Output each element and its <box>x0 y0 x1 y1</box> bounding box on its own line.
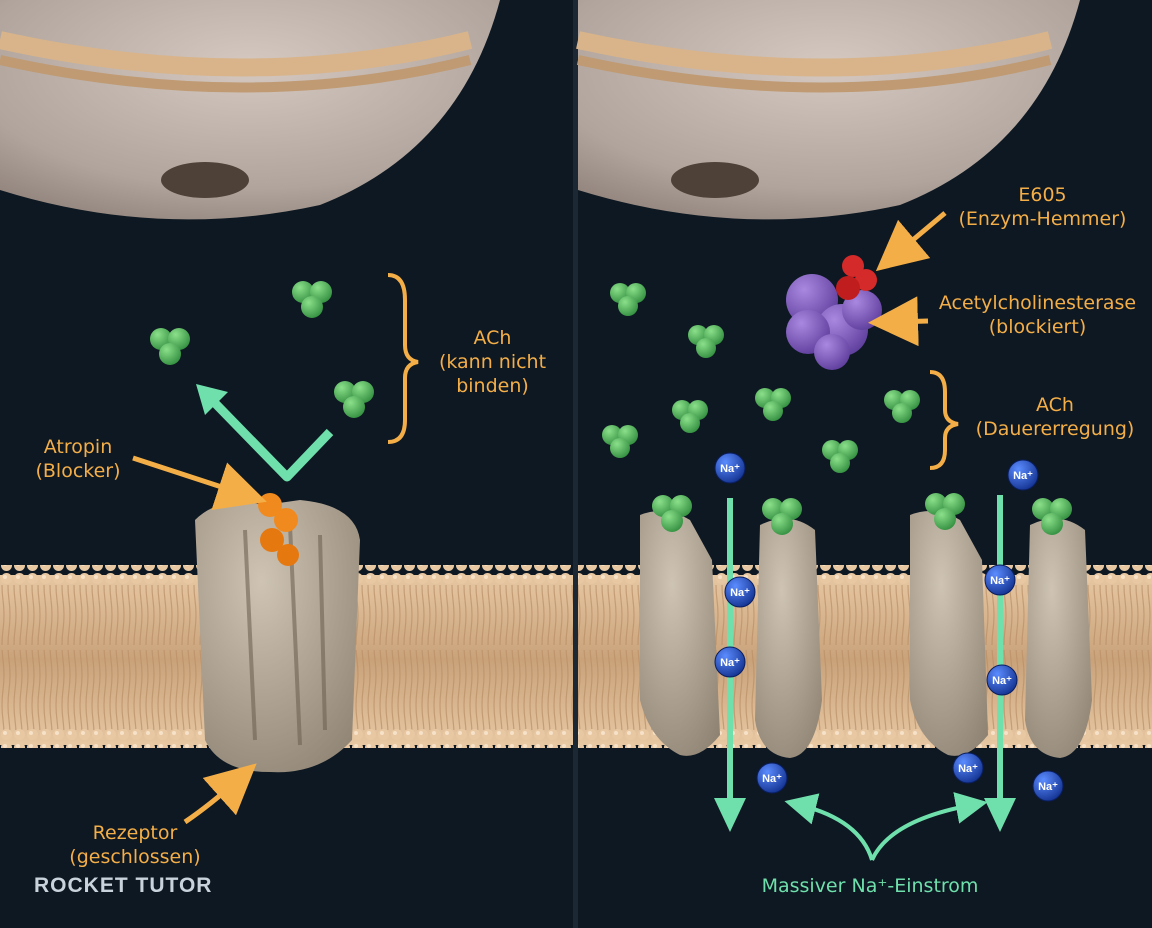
influx-label-arrows <box>784 792 988 861</box>
receptor-label: Rezeptor (geschlossen) <box>60 822 210 870</box>
sodium-ion-label: Na⁺ <box>730 587 750 599</box>
sodium-ion: Na⁺ <box>714 452 746 484</box>
sodium-ion: Na⁺ <box>714 646 746 678</box>
e605-label-line2: (Enzym-Hemmer) <box>958 207 1127 230</box>
e605-pointer-arrow <box>875 211 947 272</box>
right-vesicle <box>576 0 1080 220</box>
left-ach-label-line1: ACh <box>473 327 512 349</box>
rocket-tutor-logo: ROCKET TUTOR <box>34 874 213 897</box>
right-free-ach <box>602 283 920 473</box>
atropin-label-line2: (Blocker) <box>35 459 121 482</box>
sodium-ion-label: Na⁺ <box>720 463 740 475</box>
receptor-label-line1: Rezeptor <box>92 822 178 844</box>
left-ach-bracket <box>387 273 419 444</box>
sodium-ion-label: Na⁺ <box>762 773 782 785</box>
panel-divider <box>573 0 578 928</box>
sodium-ion-label: Na⁺ <box>958 763 978 775</box>
atropin-molecule <box>258 493 299 566</box>
right-ach-label: ACh (Dauererregung) <box>965 394 1145 442</box>
ache-label-line2: (blockiert) <box>988 315 1087 338</box>
sodium-ion: Na⁺ <box>952 752 984 784</box>
right-ach-label-line1: ACh <box>1036 394 1074 416</box>
sodium-ion-label: Na⁺ <box>720 657 740 669</box>
sodium-ion-label: Na⁺ <box>1038 781 1058 793</box>
influx-label: Massiver Na⁺-Einstrom <box>761 875 979 897</box>
left-ach-label-line3: binden) <box>456 374 529 397</box>
sodium-ion: Na⁺ <box>724 576 756 608</box>
ache-pointer-arrow <box>868 296 929 347</box>
sodium-ion: Na⁺ <box>984 564 1016 596</box>
ache-label-line1: Acetylcholinesterase <box>938 292 1137 314</box>
atropin-label: Atropin (Blocker) <box>18 436 138 484</box>
influx-arrows <box>714 495 1016 832</box>
sodium-ion-label: Na⁺ <box>990 575 1010 587</box>
sodium-ion: Na⁺ <box>756 762 788 794</box>
sodium-ion: Na⁺ <box>986 664 1018 696</box>
right-ach-bracket <box>929 370 959 470</box>
e605-label: E605 (Enzym-Hemmer) <box>950 184 1135 232</box>
e605-inhibitor <box>836 255 877 300</box>
sodium-ion: Na⁺ <box>1032 770 1064 802</box>
sodium-ion-label: Na⁺ <box>1013 470 1033 482</box>
atropin-label-line1: Atropin <box>43 436 113 458</box>
ache-label: Acetylcholinesterase (blockiert) <box>930 292 1145 340</box>
left-ach-label-line2: (kann nicht <box>438 350 547 373</box>
receptor-pointer-arrow <box>183 763 257 825</box>
left-vesicle <box>0 0 500 220</box>
left-receptor <box>195 500 360 773</box>
left-ach-molecules <box>150 281 374 418</box>
left-ach-label: ACh (kann nicht binden) <box>420 327 565 398</box>
e605-label-line1: E605 <box>1018 184 1067 206</box>
receptor-label-line2: (geschlossen) <box>69 845 201 868</box>
right-receptor-2 <box>910 511 1092 758</box>
right-ach-label-line2: (Dauererregung) <box>975 417 1135 440</box>
sodium-ion: Na⁺ <box>1007 459 1039 491</box>
atropin-pointer-arrow <box>132 455 267 510</box>
sodium-ion-label: Na⁺ <box>992 675 1012 687</box>
left-rebound-arrow <box>196 384 334 482</box>
sodium-ions: Na⁺ Na⁺ Na⁺ Na⁺ Na⁺ Na⁺ Na⁺ Na⁺ Na⁺ <box>714 452 1064 802</box>
right-bound-ach <box>652 493 1072 535</box>
right-receptor-1 <box>640 511 822 758</box>
